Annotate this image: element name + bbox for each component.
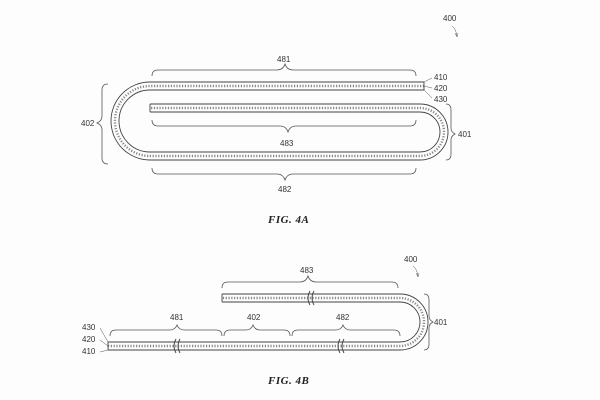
fig4b-leader-430 bbox=[99, 327, 109, 343]
fig4b-brace-481 bbox=[109, 323, 223, 337]
fig4a-ref-arrowhead bbox=[454, 32, 459, 38]
fig4a-layer-outer bbox=[110, 81, 449, 161]
fig4a-label-483: 483 bbox=[280, 139, 294, 148]
fig4b-layer-top bbox=[108, 301, 421, 343]
fig4a-label-410: 410 bbox=[434, 73, 448, 82]
fig4a-leader-430 bbox=[423, 89, 433, 99]
fig4a-layer-middle-hatch bbox=[113, 84, 446, 158]
figure-4a: 400 481 483 482 402 401 410 420 430 FIG.… bbox=[81, 14, 472, 226]
fig4a-caption: FIG. 4A bbox=[267, 214, 309, 226]
fig4b-leader-420 bbox=[99, 339, 109, 347]
fig4b-label-420: 420 bbox=[82, 335, 96, 344]
fig4a-ref-400: 400 bbox=[443, 14, 457, 23]
fig4b-label-482: 482 bbox=[336, 313, 350, 322]
fig4b-leader-410 bbox=[99, 349, 109, 353]
fig4b-layer-bottom bbox=[108, 293, 429, 351]
fig4a-label-420: 420 bbox=[434, 84, 448, 93]
fig4a-label-481: 481 bbox=[277, 55, 291, 64]
fig4a-layer-inner bbox=[118, 89, 441, 153]
fig4b-label-481: 481 bbox=[170, 313, 184, 322]
fig4b-ref-400: 400 bbox=[404, 255, 418, 264]
fig4a-brace-401 bbox=[445, 103, 456, 161]
fig4b-brace-402 bbox=[223, 323, 291, 337]
fig4a-label-482: 482 bbox=[278, 185, 292, 194]
fig4b-label-410: 410 bbox=[82, 347, 96, 356]
fig4a-ref-arrow bbox=[451, 25, 458, 37]
fig4b-layer-middle-hatch bbox=[108, 296, 426, 348]
fig4b-brace-482 bbox=[291, 323, 401, 337]
fig4b-label-402: 402 bbox=[247, 313, 261, 322]
fig4a-leader-420 bbox=[423, 85, 433, 89]
fig4a-brace-402 bbox=[95, 83, 109, 165]
fig4a-label-430: 430 bbox=[434, 95, 448, 104]
fig4a-leader-410 bbox=[423, 77, 433, 83]
fig4b-label-483: 483 bbox=[300, 266, 314, 275]
fig4a-brace-483 bbox=[151, 119, 417, 134]
fig4a-label-401: 401 bbox=[458, 130, 472, 139]
fig4b-caption: FIG. 4B bbox=[267, 375, 309, 387]
fig4b-break-left bbox=[173, 338, 181, 354]
fig4b-label-401: 401 bbox=[434, 318, 448, 327]
fig4b-label-430: 430 bbox=[82, 323, 96, 332]
fig4b-ref-arrowhead bbox=[415, 272, 420, 278]
fig4b-brace-401 bbox=[423, 293, 434, 351]
fig4b-brace-483 bbox=[221, 274, 399, 289]
fig4a-brace-481 bbox=[151, 62, 417, 77]
fig4b-break-right bbox=[337, 338, 345, 354]
fig4b-ref-arrow bbox=[412, 265, 419, 277]
fig4a-label-402: 402 bbox=[81, 119, 95, 128]
fig4a-brace-482 bbox=[151, 167, 417, 182]
fig4b-break-top bbox=[307, 290, 315, 306]
figure-4b: 400 483 481 402 482 401 430 420 410 FIG.… bbox=[82, 255, 448, 387]
